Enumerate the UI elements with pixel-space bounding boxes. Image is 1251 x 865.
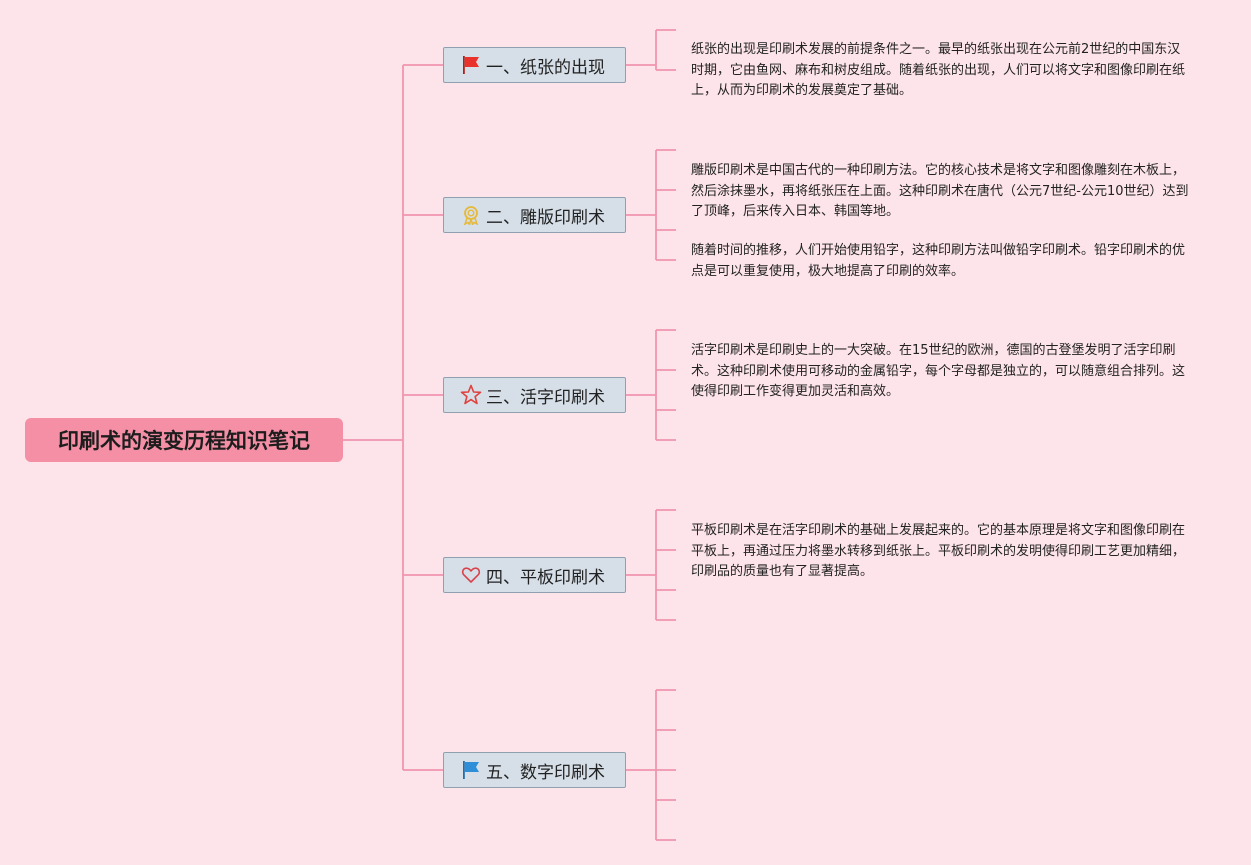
branch-label-4: 四、平板印刷术 — [486, 567, 605, 588]
branch-topic-2[interactable]: 二、雕版印刷术 — [443, 197, 626, 233]
note-4-1: 平板印刷术是在活字印刷术的基础上发展起来的。它的基本原理是将文字和图像印刷在平板… — [691, 523, 1186, 579]
red-flag-icon — [460, 54, 482, 76]
branch-label-5: 五、数字印刷术 — [486, 762, 605, 783]
branch-label-2: 二、雕版印刷术 — [486, 207, 605, 228]
branch-topic-3[interactable]: 三、活字印刷术 — [443, 377, 626, 413]
award-ribbon-icon — [460, 204, 482, 226]
note-2-1: 雕版印刷术是中国古代的一种印刷方法。它的核心技术是将文字和图像雕刻在木板上，然后… — [691, 163, 1189, 219]
branch-topic-5[interactable]: 五、数字印刷术 — [443, 752, 626, 788]
branch-label-3: 三、活字印刷术 — [486, 387, 605, 408]
heart-outline-icon — [460, 564, 482, 586]
branch-topic-1[interactable]: 一、纸张的出现 — [443, 47, 626, 83]
branch-topic-4[interactable]: 四、平板印刷术 — [443, 557, 626, 593]
branch-label-1: 一、纸张的出现 — [486, 57, 605, 78]
note-2-2: 随着时间的推移，人们开始使用铅字，这种印刷方法叫做铅字印刷术。铅字印刷术的优点是… — [691, 243, 1186, 279]
root-topic[interactable]: 印刷术的演变历程知识笔记 — [25, 418, 343, 462]
note-1-1: 纸张的出现是印刷术发展的前提条件之一。最早的纸张出现在公元前2世纪的中国东汉时期… — [691, 42, 1186, 98]
note-3-1: 活字印刷术是印刷史上的一大突破。在15世纪的欧洲，德国的古登堡发明了活字印刷术。… — [691, 343, 1186, 399]
star-outline-icon — [460, 384, 482, 406]
blue-flag-icon — [460, 759, 482, 781]
